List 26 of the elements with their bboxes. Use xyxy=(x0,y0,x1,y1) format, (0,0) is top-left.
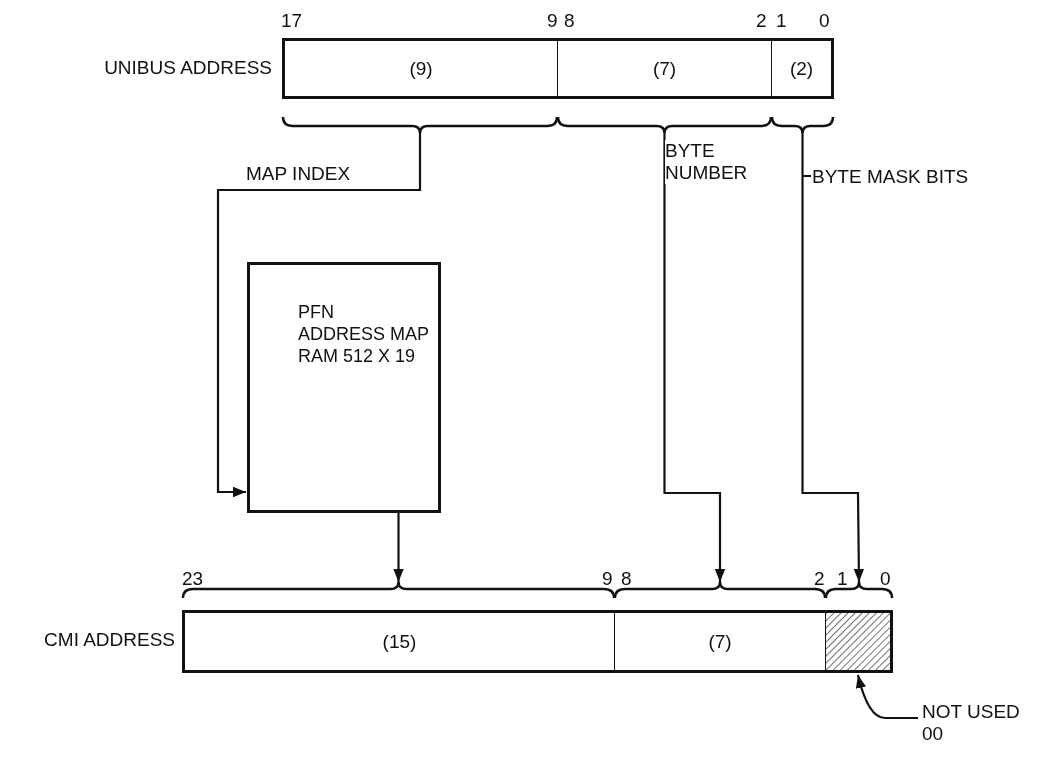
bit-field: (15) xyxy=(182,610,615,673)
bit-field: (9) xyxy=(282,38,558,99)
bit-number: 0 xyxy=(819,10,830,32)
register-name: CMI ADDRESS xyxy=(44,629,175,651)
bit-field: (2) xyxy=(771,38,834,99)
register-name: UNIBUS ADDRESS xyxy=(104,57,272,79)
hatched-field xyxy=(825,610,893,673)
bit-number: 2 xyxy=(756,10,767,32)
bit-number: 0 xyxy=(880,568,891,590)
bit-number: 8 xyxy=(564,10,575,32)
arrow xyxy=(216,131,422,498)
memory-block: PFN ADDRESS MAP RAM 512 X 19 xyxy=(247,262,441,513)
arrow xyxy=(801,131,865,582)
bit-number: 17 xyxy=(281,10,303,32)
arrow xyxy=(393,513,404,582)
note-text: NOT USED 00 xyxy=(922,700,1032,746)
bit-number: 2 xyxy=(814,568,825,590)
arrow xyxy=(663,131,726,582)
bit-number: 1 xyxy=(837,568,848,590)
bit-number: 8 xyxy=(621,568,632,590)
bit-number: 23 xyxy=(182,568,204,590)
bit-number: 1 xyxy=(776,10,787,32)
leader-arrow xyxy=(856,674,918,720)
bit-number: 9 xyxy=(602,568,613,590)
bit-field: (7) xyxy=(557,38,772,99)
bit-number: 9 xyxy=(547,10,558,32)
